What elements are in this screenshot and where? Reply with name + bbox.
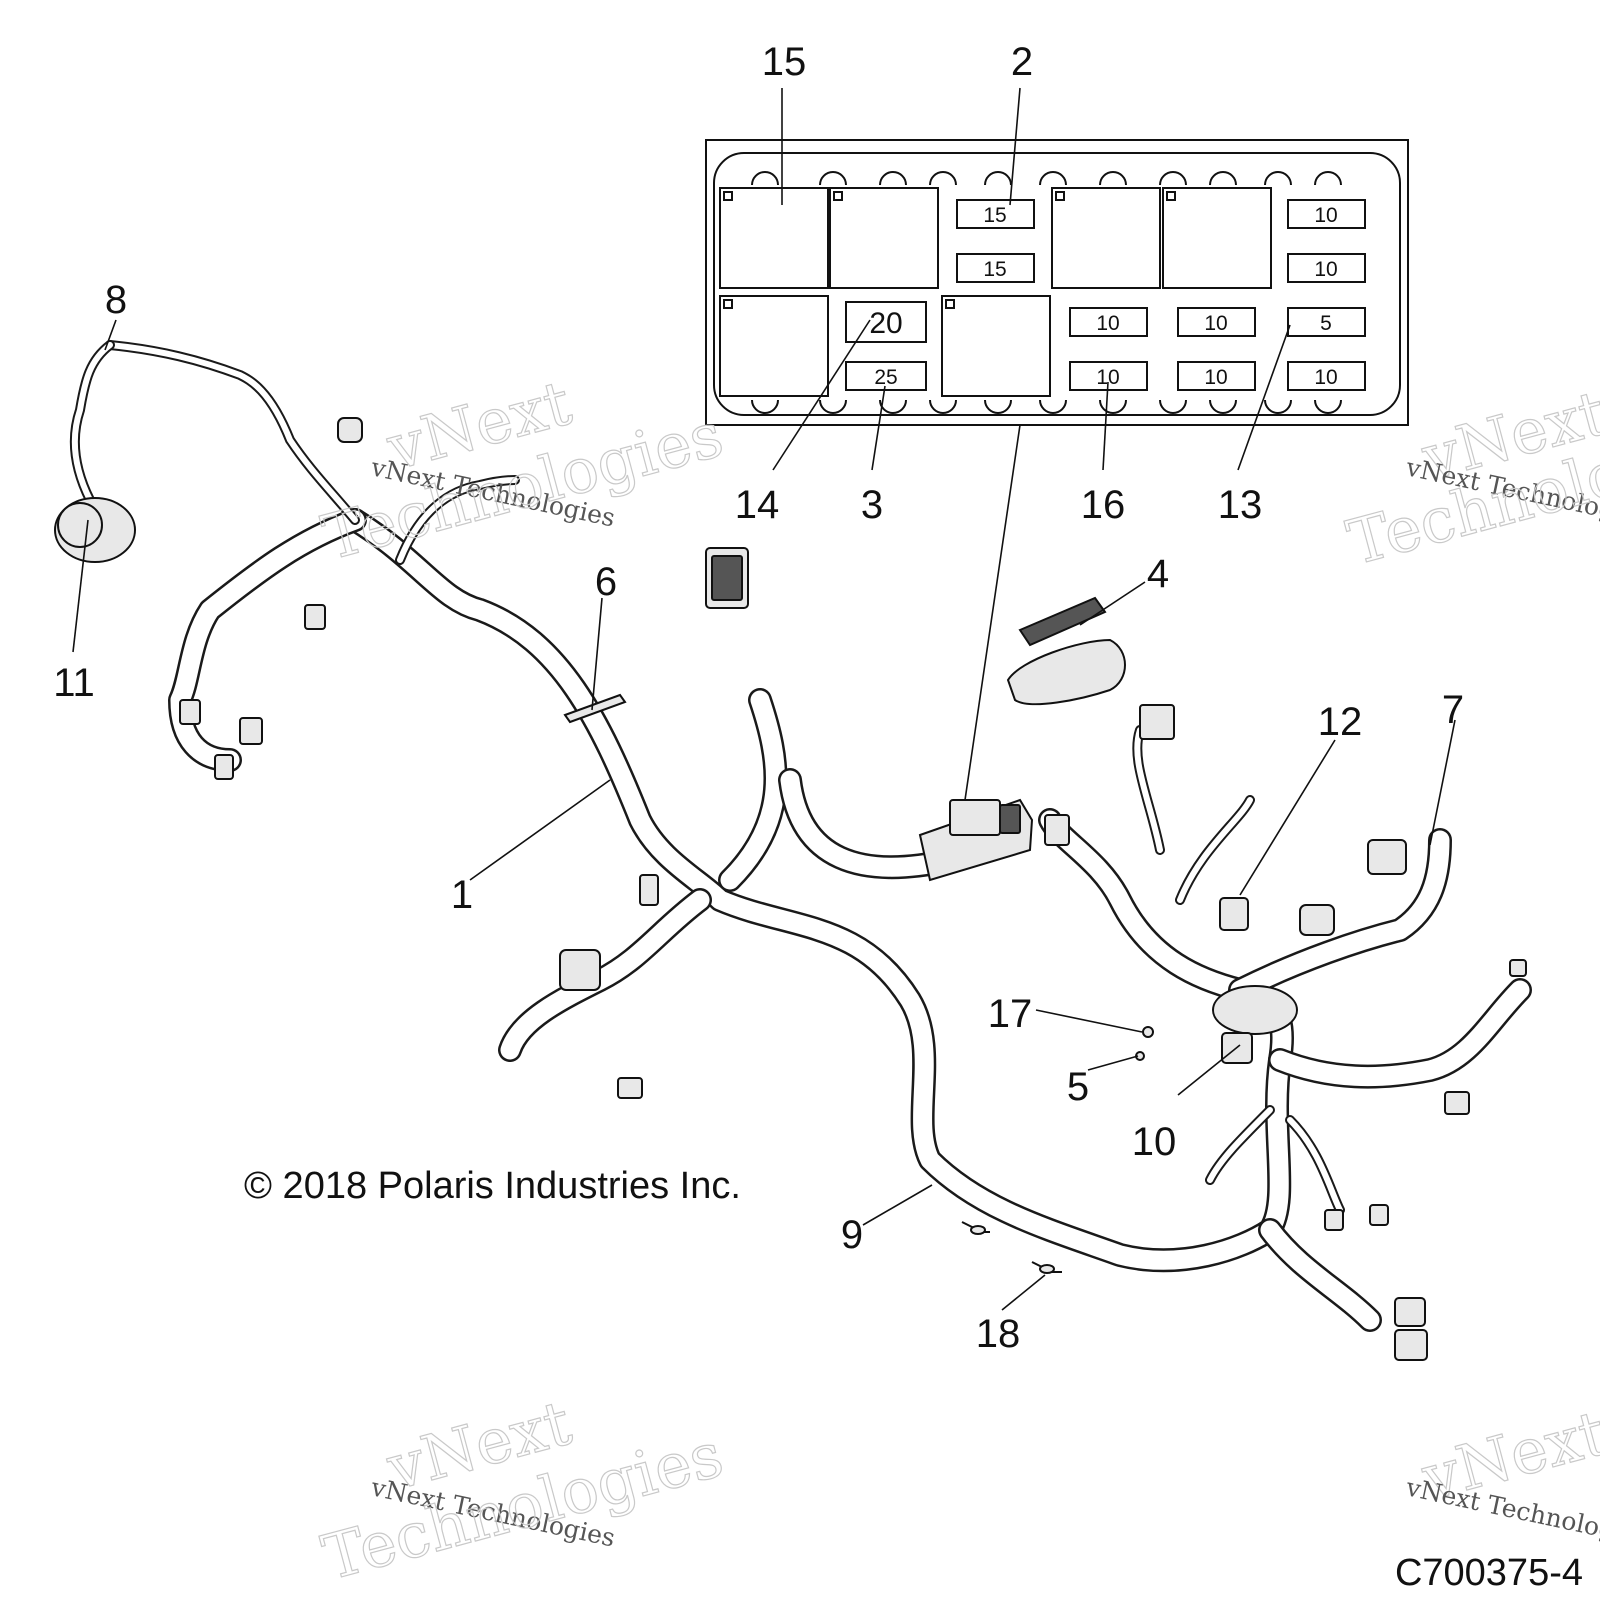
relay-slot: [1051, 187, 1161, 289]
cable-tie-6: [563, 693, 627, 724]
callout-10: 10: [1132, 1120, 1177, 1164]
callout-5: 5: [1067, 1065, 1089, 1109]
connector: [1369, 1204, 1389, 1226]
callout-15: 15: [762, 40, 807, 84]
diagram-id: C700375-4: [1395, 1552, 1583, 1594]
callout-1: 1: [451, 873, 473, 917]
callout-14: 14: [735, 483, 780, 527]
fuse-rating: 15: [983, 258, 1006, 281]
callout-17: 17: [988, 992, 1033, 1036]
wiring-harness: [69, 340, 1532, 1332]
fuse-rating: 25: [874, 366, 897, 389]
fuse-rating: 10: [1204, 366, 1227, 389]
relay-slot: [941, 295, 1051, 397]
relay-slot: [719, 295, 829, 397]
fuse-rating: 10: [1314, 258, 1337, 281]
grommet-10: [1212, 985, 1298, 1035]
fuse-box-cover: [1006, 596, 1126, 706]
connector: [304, 604, 326, 630]
connector: [1044, 814, 1070, 846]
callout-18: 18: [976, 1312, 1021, 1356]
callout-3: 3: [861, 483, 883, 527]
callout-7: 7: [1442, 688, 1464, 732]
callout-16: 16: [1081, 483, 1126, 527]
connector: [1394, 1329, 1428, 1361]
relay-slot: [829, 187, 939, 289]
connector: [179, 699, 201, 725]
connector: [239, 717, 263, 745]
fuse-slot: [1287, 199, 1366, 229]
fuse-rating: 10: [1096, 312, 1119, 335]
connector: [639, 874, 659, 906]
fuse-rating: 5: [1320, 312, 1332, 335]
fuse-slot: [845, 301, 927, 343]
fastener-17: [1142, 1026, 1154, 1038]
fuse-slot: [1287, 253, 1366, 283]
fuse-slot: [956, 199, 1035, 229]
relay-slot: [719, 187, 829, 289]
watermarks: vNext vNext Technologies Technologies vN…: [314, 365, 1600, 1595]
relay-12: [1219, 897, 1249, 931]
fuse-rating: 20: [869, 307, 902, 340]
fuse-slot: [1069, 307, 1148, 337]
connector: [617, 1077, 643, 1099]
callout-2: 2: [1011, 40, 1033, 84]
connector: [1139, 704, 1175, 740]
fuse-rating: 10: [1314, 204, 1337, 227]
fuse-slot: [1287, 361, 1366, 391]
fuse-rating: 10: [1204, 312, 1227, 335]
fuse-slot: [845, 361, 927, 391]
callout-8: 8: [105, 278, 127, 322]
connectors: [54, 417, 1527, 1361]
callout-numbers: 15 2 8 14 3 16 13 11 6 4 12 7 1 17 5 10 …: [53, 40, 1464, 1356]
connector: [1394, 1297, 1426, 1327]
copyright-notice: © 2018 Polaris Industries Inc.: [244, 1165, 741, 1207]
connector: [1299, 904, 1335, 936]
fuse-rating: 10: [1314, 366, 1337, 389]
callout-9: 9: [841, 1213, 863, 1257]
connector: [214, 754, 234, 780]
leader-lines: [72, 87, 1456, 1311]
fuse-rating: 15: [983, 204, 1006, 227]
callout-13: 13: [1218, 483, 1263, 527]
fuse-slot: [1287, 307, 1366, 337]
callout-11: 11: [53, 661, 95, 705]
relay-slot: [1162, 187, 1272, 289]
fuse-slot: [1177, 307, 1256, 337]
connector: [1444, 1091, 1470, 1115]
fuse-slot: [1069, 361, 1148, 391]
fuse-box-assembly: [918, 798, 1034, 882]
callout-6: 6: [595, 560, 617, 604]
fuse-slot: [956, 253, 1035, 283]
connector: [559, 949, 601, 991]
fuse-rating: 10: [1096, 366, 1119, 389]
connector: [1509, 959, 1527, 977]
sensor-11: [54, 497, 136, 563]
callout-12: 12: [1318, 700, 1363, 744]
connector-7: [1367, 839, 1407, 875]
fuse-box-panel: 15 15 10 10 5 10 20 25 10 10 10 10: [705, 139, 1409, 426]
callout-4: 4: [1147, 552, 1169, 596]
connector: [337, 417, 363, 443]
connector: [1324, 1209, 1344, 1231]
fuse-slot: [1177, 361, 1256, 391]
fuse-box-scallops: [751, 171, 1342, 414]
